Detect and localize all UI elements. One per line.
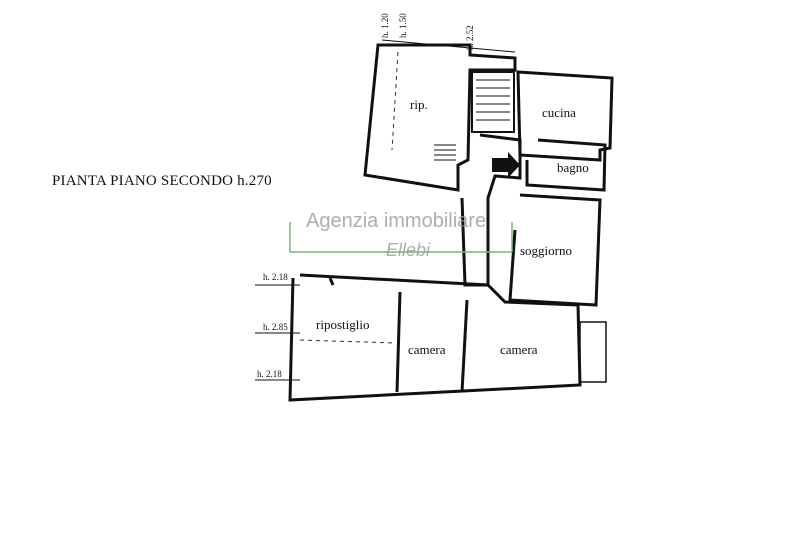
room-label-ripostiglio: ripostiglio xyxy=(316,317,370,332)
height-label-left3: h. 2.18 xyxy=(257,369,282,379)
entrance-arrow xyxy=(492,152,520,178)
stair-block xyxy=(471,71,515,133)
room-label-camera-left: camera xyxy=(408,342,446,357)
wall-soggiorno xyxy=(508,193,602,307)
height-label-top1: h. 1.20 xyxy=(380,13,390,38)
room-label-bagno: bagno xyxy=(557,160,589,175)
wall-rip xyxy=(363,43,517,192)
floor-title: PIANTA PIANO SECONDO h.270 xyxy=(52,173,272,189)
room-label-camera-right: camera xyxy=(500,342,538,357)
height-label-left2: h. 2.85 xyxy=(263,322,288,332)
height-label-left1: h. 2.18 xyxy=(263,272,288,282)
room-label-rip: rip. xyxy=(410,97,428,112)
height-label-top3: h. 2.52 xyxy=(465,25,475,50)
height-label-top2: h. 1.50 xyxy=(398,13,408,38)
balcony xyxy=(579,321,607,383)
watermark-frame xyxy=(289,222,513,253)
stairs-hatch xyxy=(434,79,510,161)
watermark-agency: Agenzia immobiliare xyxy=(306,210,487,232)
wall-bottom-outer xyxy=(288,273,582,402)
wall-bagno xyxy=(525,138,607,192)
room-label-soggiorno: soggiorno xyxy=(520,243,572,258)
watermark-brand: Ellebi xyxy=(386,240,431,260)
room-label-cucina: cucina xyxy=(542,105,576,120)
